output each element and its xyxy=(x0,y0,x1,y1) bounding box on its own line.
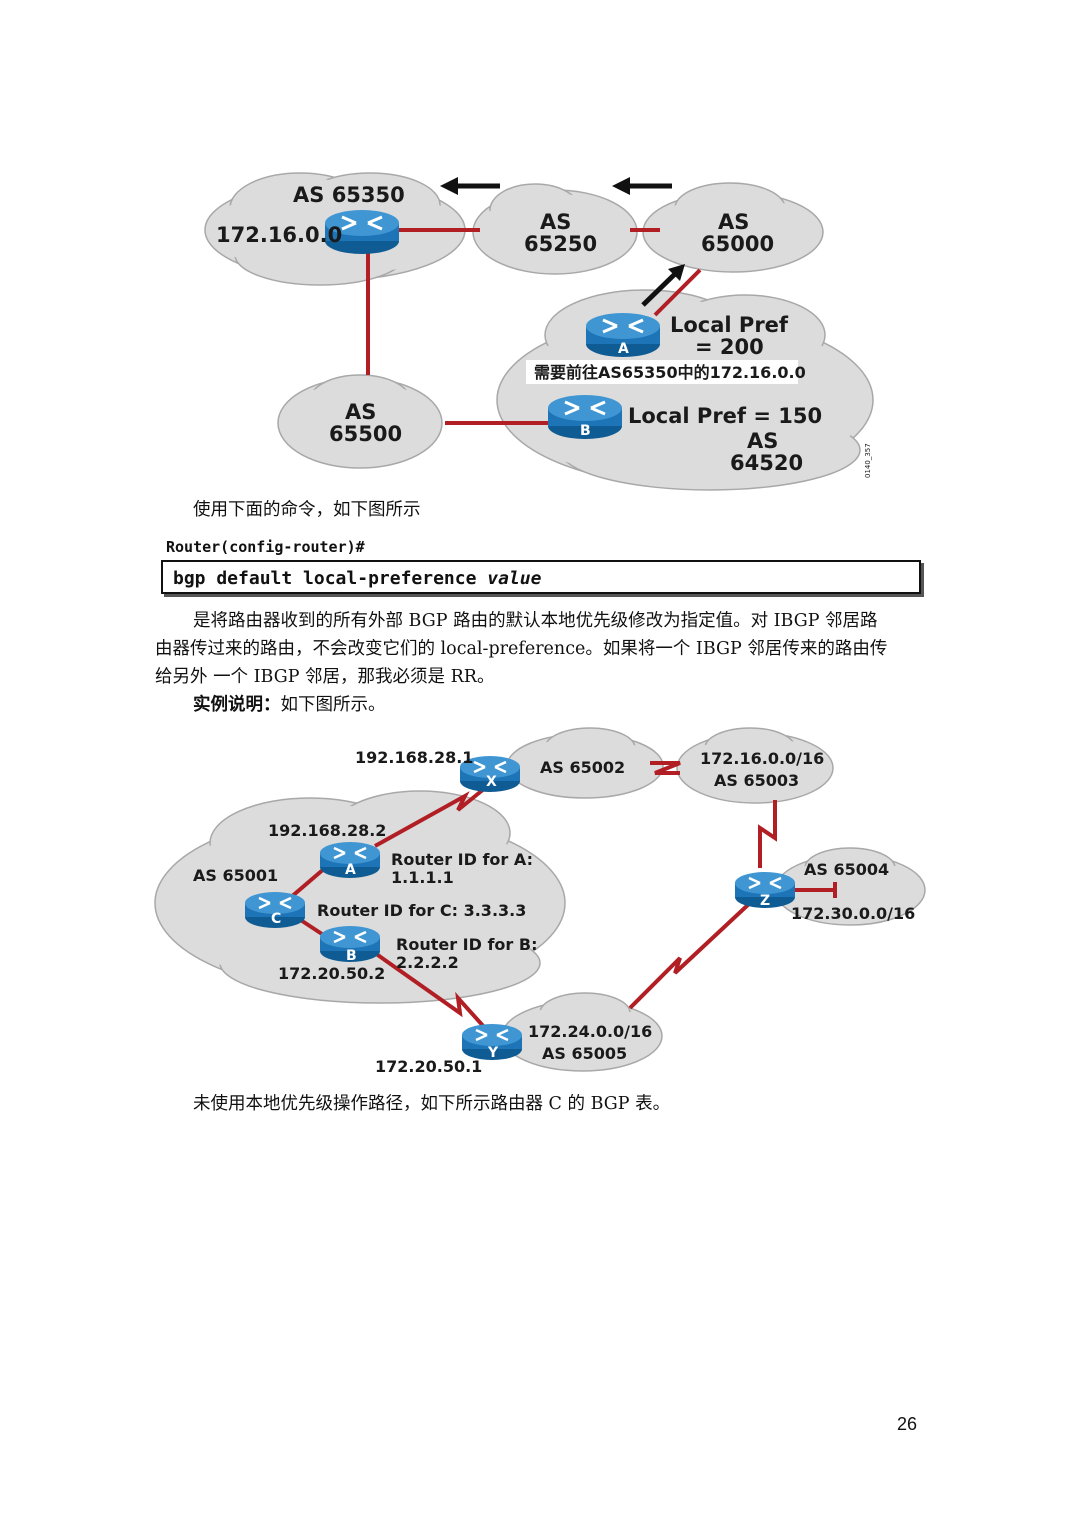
router-y-label: Y xyxy=(487,1045,499,1061)
label-net-65004: 172.30.0.0/16 xyxy=(791,904,915,923)
arrow-left-icon xyxy=(612,177,672,195)
label-rid-c: Router ID for C: 3.3.3.3 xyxy=(317,901,526,920)
link-x-65003 xyxy=(650,761,681,775)
cloud-as-65250 xyxy=(472,183,638,275)
router-x-label: X xyxy=(486,774,497,790)
label-as-65002: AS 65002 xyxy=(540,758,625,777)
link-65003-z xyxy=(758,800,777,868)
label-ip-b: 172.20.50.2 xyxy=(278,964,385,983)
label-rid-b-2: 2.2.2.2 xyxy=(396,953,459,972)
label-as-64520-a: AS xyxy=(747,429,778,453)
cloud-as-65003 xyxy=(676,727,834,804)
cloud-as-65001 xyxy=(154,790,566,1004)
cli-prompt: Router(config-router)# xyxy=(166,538,365,556)
label-as-64520-b: 64520 xyxy=(730,451,803,475)
command-arg: value xyxy=(487,568,542,589)
example-bold: 实例说明： xyxy=(193,695,281,715)
note-text: 需要前往AS65350中的172.16.0.0 xyxy=(534,363,806,382)
cloud-as-65002 xyxy=(506,727,664,799)
caption-2: 未使用本地优先级操作路径，如下所示路由器 C 的 BGP 表。 xyxy=(193,1094,671,1114)
label-rid-a-1: Router ID for A: xyxy=(391,850,533,869)
router-b-label: B xyxy=(580,423,591,439)
cloud-as-65004 xyxy=(774,847,926,926)
link-a-x xyxy=(374,778,497,848)
command-text: bgp default local-preference xyxy=(173,568,488,589)
label-as-65500-b: 65500 xyxy=(329,422,402,446)
label-as-65004: AS 65004 xyxy=(804,860,889,879)
label-net-172-16: 172.16.0.0 xyxy=(216,223,342,247)
label-as-65001: AS 65001 xyxy=(193,866,278,885)
caption-1: 使用下面的命令，如下图所示 xyxy=(193,500,421,520)
example-rest: 如下图所示。 xyxy=(280,695,386,715)
paragraph-1: 是将路由器收到的所有外部 BGP 路由的默认本地优先级修改为指定值。对 IBGP… xyxy=(155,607,927,719)
label-ip-a: 192.168.28.2 xyxy=(268,821,386,840)
link-b-y xyxy=(363,944,487,1030)
label-as-65250-b: 65250 xyxy=(524,232,597,256)
figure-2-bgp-topology: X A C B Z Y 192.168.28.1 AS 65002 172.16… xyxy=(154,727,926,1076)
label-net-65005: 172.24.0.0/16 xyxy=(528,1022,652,1041)
label-as-65000-b: 65000 xyxy=(701,232,774,256)
para-line-1: 是将路由器收到的所有外部 BGP 路由的默认本地优先级修改为指定值。对 IBGP… xyxy=(193,611,878,631)
router-c-label: C xyxy=(271,911,281,927)
label-net-65003: 172.16.0.0/16 xyxy=(700,749,824,768)
label-local-pref-a-1: Local Pref xyxy=(670,313,789,337)
label-as-65350: AS 65350 xyxy=(293,183,405,207)
para-line-2: 由器传过来的路由，不会改变它们的 local-preference。如果将一个 … xyxy=(155,639,888,659)
router-a-label: A xyxy=(345,862,356,878)
label-as-65005: AS 65005 xyxy=(542,1044,627,1063)
example-line: 实例说明：如下图所示。 xyxy=(155,691,927,719)
command-box: bgp default local-preference value xyxy=(161,560,921,594)
label-ip-y: 172.20.50.1 xyxy=(375,1057,482,1076)
page-number: 26 xyxy=(897,1414,918,1434)
arrow-left-icon xyxy=(440,177,500,195)
label-rid-a-2: 1.1.1.1 xyxy=(391,868,454,887)
link-z-65004 xyxy=(795,882,837,898)
link-routera-65000 xyxy=(653,268,702,317)
cloud-as-65005 xyxy=(501,992,663,1072)
cloud-as-65000 xyxy=(642,182,824,273)
cloud-as-65500 xyxy=(277,374,443,469)
label-ip-x: 192.168.28.1 xyxy=(355,748,473,767)
label-local-pref-a-2: = 200 xyxy=(695,335,764,359)
figure-code: 0140_357 xyxy=(864,443,872,478)
label-local-pref-b: Local Pref = 150 xyxy=(628,404,822,428)
router-b-label: B xyxy=(346,948,357,964)
label-as-65250-a: AS xyxy=(540,210,571,234)
cloud-as-64520 xyxy=(496,289,874,491)
label-as-65003: AS 65003 xyxy=(714,771,799,790)
router-a-label: A xyxy=(618,341,629,357)
label-as-65000-a: AS xyxy=(718,210,749,234)
link-a-c xyxy=(288,866,327,900)
label-rid-b-1: Router ID for B: xyxy=(396,935,537,954)
link-z-y xyxy=(628,901,752,1010)
label-as-65500-a: AS xyxy=(345,400,376,424)
para-line-3: 给另外 一个 IBGP 邻居，那我必须是 RR。 xyxy=(155,667,495,687)
arrow-up-right-icon xyxy=(641,264,685,307)
note-box: 需要前往AS65350中的172.16.0.0 xyxy=(526,360,806,384)
router-z-label: Z xyxy=(760,893,770,909)
figure-1-bgp-local-pref: AS 65350 172.16.0.0 AS 65250 AS 65000 AS… xyxy=(204,172,874,491)
